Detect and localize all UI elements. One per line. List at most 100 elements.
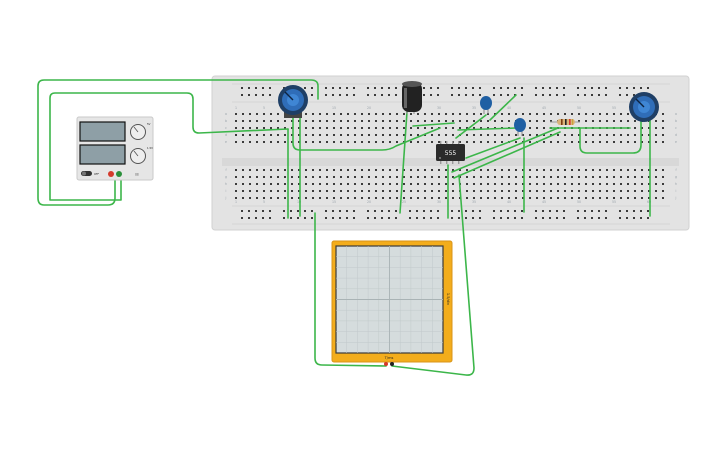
breadboard-hole[interactable] <box>290 210 292 212</box>
breadboard-hole[interactable] <box>480 176 482 178</box>
breadboard-hole[interactable] <box>557 141 559 143</box>
breadboard-hole[interactable] <box>500 210 502 212</box>
breadboard-hole[interactable] <box>423 217 425 219</box>
breadboard-hole[interactable] <box>487 120 489 122</box>
breadboard-hole[interactable] <box>241 210 243 212</box>
breadboard-hole[interactable] <box>599 183 601 185</box>
breadboard-hole[interactable] <box>396 113 398 115</box>
breadboard-hole[interactable] <box>648 141 650 143</box>
breadboard-hole[interactable] <box>284 176 286 178</box>
breadboard-hole[interactable] <box>585 141 587 143</box>
breadboard-hole[interactable] <box>263 183 265 185</box>
breadboard-hole[interactable] <box>312 134 314 136</box>
breadboard-hole[interactable] <box>473 197 475 199</box>
breadboard-hole[interactable] <box>249 141 251 143</box>
breadboard-hole[interactable] <box>270 127 272 129</box>
breadboard-hole[interactable] <box>403 113 405 115</box>
breadboard-hole[interactable] <box>619 87 621 89</box>
breadboard-hole[interactable] <box>598 210 600 212</box>
breadboard-hole[interactable] <box>438 190 440 192</box>
breadboard-hole[interactable] <box>620 169 622 171</box>
breadboard-hole[interactable] <box>256 197 258 199</box>
breadboard-hole[interactable] <box>452 134 454 136</box>
breadboard-hole[interactable] <box>319 183 321 185</box>
breadboard-hole[interactable] <box>409 210 411 212</box>
breadboard-hole[interactable] <box>396 183 398 185</box>
breadboard-hole[interactable] <box>535 217 537 219</box>
breadboard-hole[interactable] <box>522 176 524 178</box>
breadboard-hole[interactable] <box>235 169 237 171</box>
breadboard-hole[interactable] <box>249 113 251 115</box>
breadboard-hole[interactable] <box>515 134 517 136</box>
breadboard-hole[interactable] <box>235 183 237 185</box>
breadboard-hole[interactable] <box>501 134 503 136</box>
breadboard-hole[interactable] <box>633 87 635 89</box>
breadboard-hole[interactable] <box>424 183 426 185</box>
breadboard-hole[interactable] <box>438 134 440 136</box>
breadboard-hole[interactable] <box>480 113 482 115</box>
breadboard-hole[interactable] <box>367 87 369 89</box>
breadboard-hole[interactable] <box>592 113 594 115</box>
breadboard-hole[interactable] <box>298 176 300 178</box>
wires[interactable] <box>37 79 651 376</box>
breadboard-hole[interactable] <box>353 210 355 212</box>
breadboard-hole[interactable] <box>578 120 580 122</box>
breadboard-hole[interactable] <box>340 197 342 199</box>
breadboard-hole[interactable] <box>458 94 460 96</box>
breadboard-hole[interactable] <box>627 197 629 199</box>
breadboard-hole[interactable] <box>634 120 636 122</box>
breadboard-hole[interactable] <box>277 176 279 178</box>
breadboard-hole[interactable] <box>662 197 664 199</box>
breadboard-hole[interactable] <box>571 113 573 115</box>
breadboard-hole[interactable] <box>550 190 552 192</box>
breadboard-hole[interactable] <box>627 120 629 122</box>
breadboard-hole[interactable] <box>605 210 607 212</box>
breadboard-hole[interactable] <box>410 141 412 143</box>
breadboard-hole[interactable] <box>277 134 279 136</box>
breadboard-hole[interactable] <box>270 176 272 178</box>
breadboard-hole[interactable] <box>557 197 559 199</box>
breadboard-hole[interactable] <box>556 217 558 219</box>
breadboard-hole[interactable] <box>466 176 468 178</box>
breadboard-hole[interactable] <box>340 190 342 192</box>
breadboard-hole[interactable] <box>564 169 566 171</box>
breadboard-hole[interactable] <box>501 176 503 178</box>
breadboard-hole[interactable] <box>438 197 440 199</box>
breadboard-hole[interactable] <box>312 183 314 185</box>
breadboard-hole[interactable] <box>445 127 447 129</box>
breadboard-hole[interactable] <box>634 134 636 136</box>
breadboard-hole[interactable] <box>395 94 397 96</box>
breadboard-hole[interactable] <box>662 169 664 171</box>
breadboard-hole[interactable] <box>410 120 412 122</box>
breadboard-hole[interactable] <box>388 87 390 89</box>
breadboard-hole[interactable] <box>375 141 377 143</box>
breadboard-hole[interactable] <box>529 141 531 143</box>
ceramic-capacitor-2[interactable] <box>514 118 526 136</box>
breadboard-hole[interactable] <box>340 183 342 185</box>
breadboard-hole[interactable] <box>262 217 264 219</box>
breadboard-hole[interactable] <box>263 190 265 192</box>
breadboard-hole[interactable] <box>542 94 544 96</box>
breadboard-hole[interactable] <box>662 141 664 143</box>
breadboard-hole[interactable] <box>396 134 398 136</box>
breadboard-hole[interactable] <box>620 120 622 122</box>
breadboard-hole[interactable] <box>627 183 629 185</box>
breadboard-hole[interactable] <box>374 87 376 89</box>
breadboard-hole[interactable] <box>291 190 293 192</box>
breadboard-hole[interactable] <box>354 120 356 122</box>
breadboard-hole[interactable] <box>452 176 454 178</box>
breadboard-hole[interactable] <box>319 113 321 115</box>
breadboard-hole[interactable] <box>389 169 391 171</box>
breadboard-hole[interactable] <box>235 113 237 115</box>
breadboard-hole[interactable] <box>598 217 600 219</box>
breadboard-hole[interactable] <box>507 210 509 212</box>
breadboard-hole[interactable] <box>242 134 244 136</box>
breadboard-hole[interactable] <box>396 120 398 122</box>
breadboard-hole[interactable] <box>487 190 489 192</box>
breadboard-hole[interactable] <box>382 169 384 171</box>
breadboard-hole[interactable] <box>270 134 272 136</box>
breadboard-hole[interactable] <box>374 217 376 219</box>
breadboard-hole[interactable] <box>536 183 538 185</box>
breadboard-hole[interactable] <box>550 113 552 115</box>
breadboard-hole[interactable] <box>284 183 286 185</box>
